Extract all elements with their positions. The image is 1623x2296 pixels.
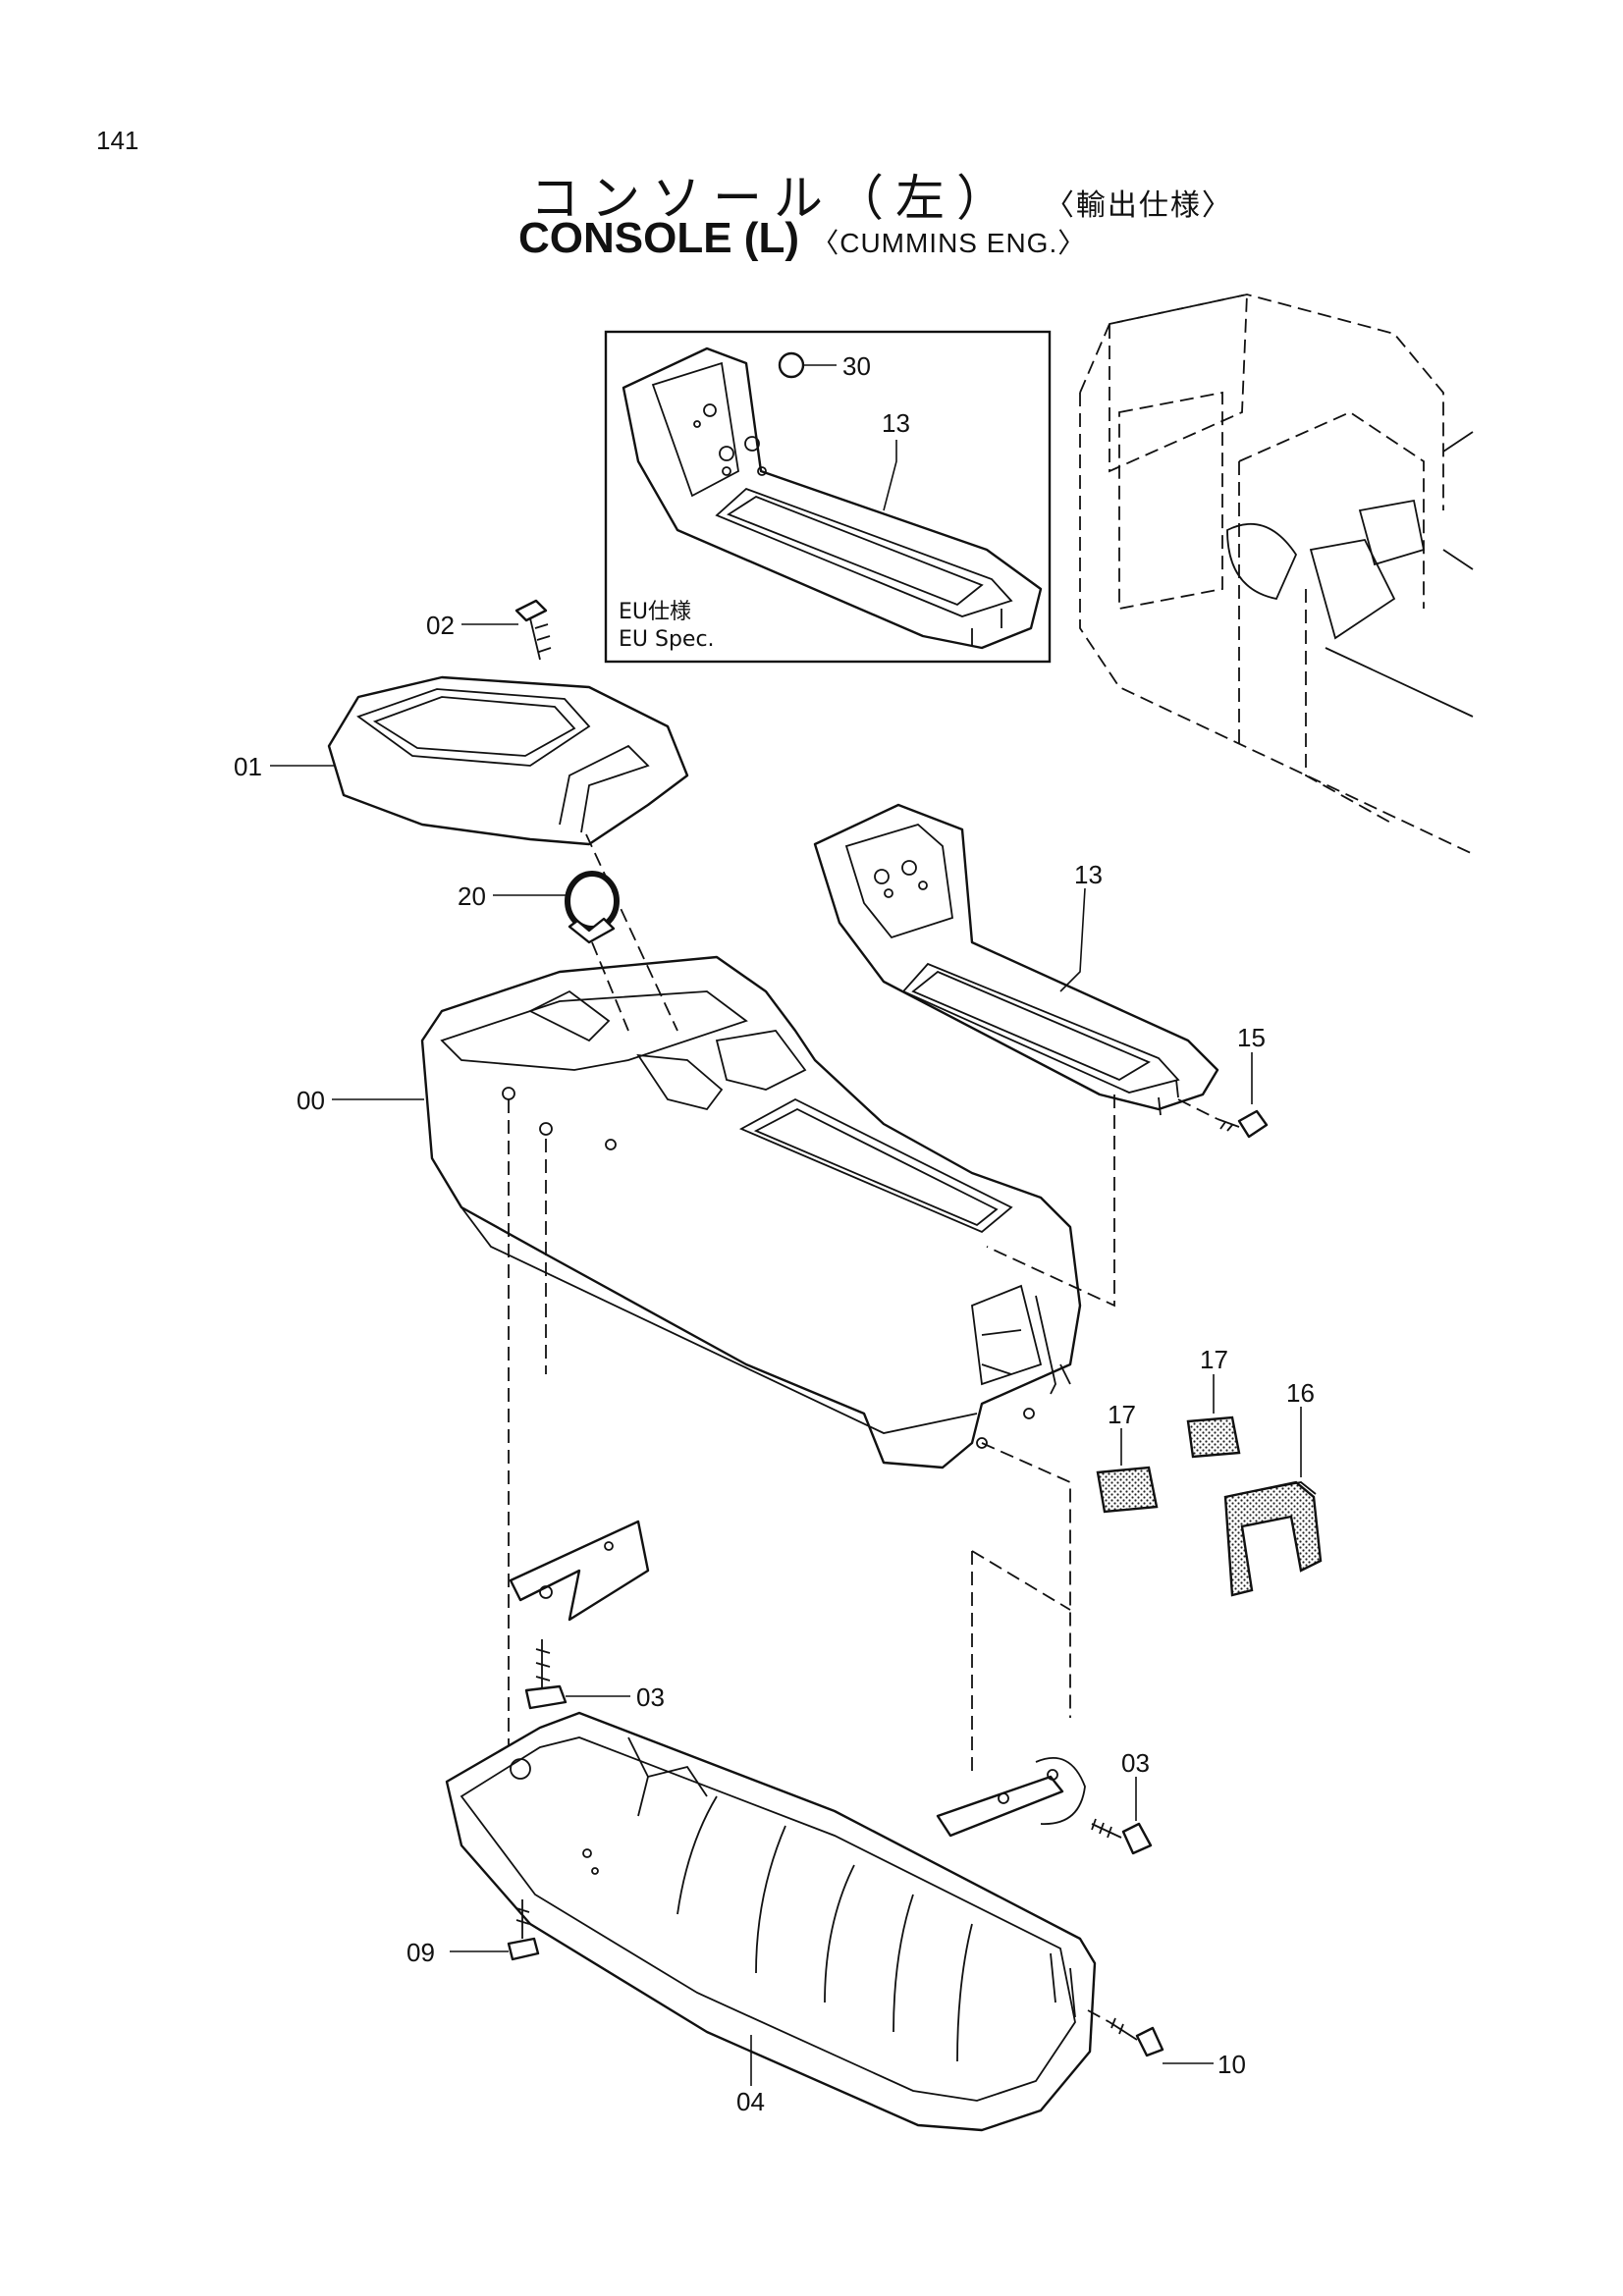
- callout-15: 15: [1237, 1023, 1266, 1052]
- callout-17-a: 17: [1108, 1400, 1136, 1429]
- title-jp-main: コンソール（左）: [530, 170, 1017, 227]
- callout-03-left: 03: [636, 1682, 665, 1712]
- mounting-bracket-left: [509, 1520, 650, 1622]
- bolt-part-03-right: [1091, 1818, 1153, 1855]
- inset-frame: [604, 330, 1052, 664]
- page-number: 141: [96, 126, 139, 155]
- callout-01: 01: [234, 752, 262, 781]
- callout-10: 10: [1217, 2050, 1246, 2079]
- cab-overview: [1079, 293, 1474, 855]
- upper-cover-part-01: [327, 675, 689, 846]
- title-jp-sub: 〈輸出仕様〉: [1044, 188, 1233, 223]
- bolt-part-02: [514, 599, 552, 661]
- cap-part-30: [778, 351, 805, 379]
- pad-part-17-b: [1186, 1415, 1241, 1459]
- callout-30: 30: [842, 351, 871, 381]
- callout-02: 02: [426, 611, 455, 640]
- panel-part-13: [813, 803, 1219, 1116]
- inset-panel-part-13: [622, 347, 1043, 650]
- callout-13-inset: 13: [882, 408, 910, 438]
- callout-00: 00: [297, 1086, 325, 1115]
- callout-04: 04: [736, 2087, 765, 2116]
- title-japanese: コンソール（左） 〈輸出仕様〉: [530, 159, 1233, 230]
- bolt-part-10: [1109, 2017, 1164, 2057]
- callout-20: 20: [458, 881, 486, 911]
- pad-part-17-a: [1096, 1466, 1159, 1514]
- callout-09: 09: [406, 1938, 435, 1967]
- eu-spec-inset: 30 13 EU仕様 EU Spec.: [604, 330, 1052, 664]
- callout-17-b: 17: [1200, 1345, 1228, 1374]
- eu-spec-en: EU Spec.: [619, 627, 715, 652]
- title-en-sub: 〈CUMMINS ENG.〉: [811, 228, 1087, 258]
- under-cover-part-04: [445, 1711, 1097, 2132]
- bracket-cover-part-16: [1223, 1480, 1323, 1597]
- callout-03-right: 03: [1121, 1748, 1150, 1778]
- callout-16: 16: [1286, 1378, 1315, 1408]
- title-english: CONSOLE (L) 〈CUMMINS ENG.〉: [518, 214, 1086, 263]
- bolt-part-03-left: [524, 1639, 568, 1710]
- callout-13: 13: [1074, 860, 1103, 889]
- console-body-part-00: [420, 955, 1082, 1469]
- hinge-bracket-right: [936, 1757, 1086, 1838]
- bolt-part-09: [507, 1899, 540, 1961]
- bolt-part-15: [1217, 1109, 1269, 1139]
- eu-spec-jp: EU仕様: [619, 600, 691, 624]
- title-en-main: CONSOLE (L): [518, 214, 799, 262]
